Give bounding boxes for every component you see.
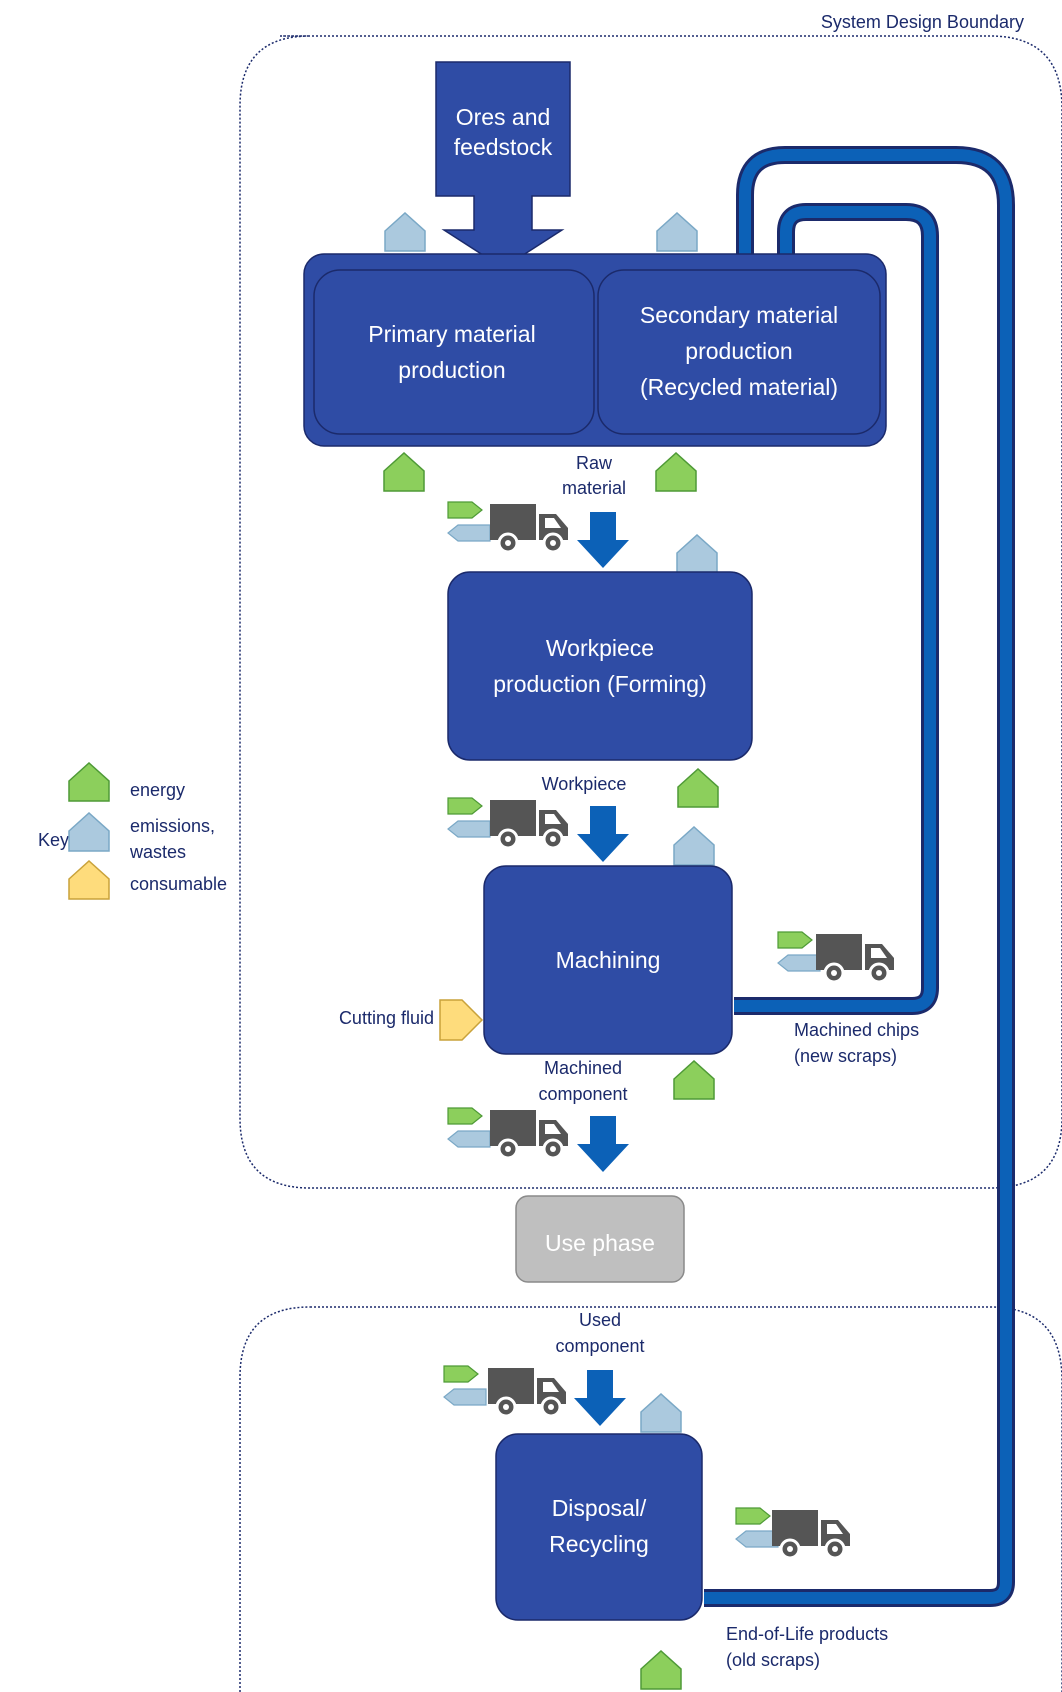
transport-flags-icon xyxy=(447,501,491,542)
disposal-label-line2: Recycling xyxy=(549,1531,649,1557)
consumable-pentagon-icon xyxy=(68,860,110,900)
primary-label-line2: production xyxy=(398,357,505,383)
disposal-label-line1: Disposal/ xyxy=(552,1495,647,1521)
transport-flags-icon xyxy=(777,931,821,972)
emissions-pentagon-icon xyxy=(640,1393,682,1433)
workpiece-flow-label: Workpiece xyxy=(542,774,627,794)
emissions-pentagon-icon xyxy=(384,212,426,252)
machined-component-label-line2: component xyxy=(538,1084,627,1104)
end-of-life-label-line2: (old scraps) xyxy=(726,1650,820,1670)
used-component-label-line1: Used xyxy=(579,1310,621,1330)
workpiece-label-line1: Workpiece xyxy=(546,635,654,661)
truck-icon xyxy=(770,1508,852,1560)
ores-label-line1: Ores and xyxy=(456,104,551,130)
secondary-label-line1: Secondary material xyxy=(640,302,838,328)
emissions-pentagon-icon xyxy=(68,812,110,852)
transport-flags-icon xyxy=(735,1507,779,1548)
machined-chips-label-line1: Machined chips xyxy=(794,1020,919,1040)
ores-label-line2: feedstock xyxy=(454,134,553,160)
workpiece-label-line2: production (Forming) xyxy=(493,671,706,697)
energy-pentagon-icon xyxy=(68,762,110,802)
disposal-recycling-node xyxy=(495,1433,703,1621)
key-consumable-label: consumable xyxy=(130,874,227,894)
key-legend: Key: energy emissions, wastes consumable xyxy=(38,762,227,900)
ores-feedstock-node: Ores and feedstock xyxy=(435,61,571,269)
key-title: Key: xyxy=(38,830,74,850)
emissions-pentagon-icon xyxy=(656,212,698,252)
transport-flags-icon xyxy=(443,1365,487,1406)
emissions-pentagon-icon xyxy=(676,534,718,574)
energy-pentagon-icon xyxy=(655,452,697,492)
emissions-pentagon-icon xyxy=(673,826,715,866)
end-of-life-label-line1: End-of-Life products xyxy=(726,1624,888,1644)
machined-component-arrow xyxy=(577,1116,629,1172)
workpiece-production-node xyxy=(447,571,753,761)
truck-icon xyxy=(814,932,896,984)
secondary-label-line2: production xyxy=(685,338,792,364)
energy-pentagon-icon xyxy=(677,768,719,808)
raw-material-label-line2: material xyxy=(562,478,626,498)
machined-chips-label-line2: (new scraps) xyxy=(794,1046,897,1066)
primary-production-node xyxy=(313,269,595,435)
energy-pentagon-icon xyxy=(640,1650,682,1690)
secondary-label-line3: (Recycled material) xyxy=(640,374,838,400)
machined-component-label-line1: Machined xyxy=(544,1058,622,1078)
consumable-pentagon-icon xyxy=(439,999,484,1041)
use-phase-node xyxy=(515,1195,685,1283)
machining-node xyxy=(483,865,733,1055)
energy-pentagon-icon xyxy=(673,1060,715,1100)
energy-pentagon-icon xyxy=(383,452,425,492)
key-energy-label: energy xyxy=(130,780,185,800)
use-phase-label: Use phase xyxy=(545,1230,655,1256)
cutting-fluid-label: Cutting fluid xyxy=(339,1008,434,1028)
raw-material-arrow xyxy=(577,512,629,568)
key-emissions-label: emissions, xyxy=(130,816,215,836)
used-component-label-line2: component xyxy=(555,1336,644,1356)
primary-label-line1: Primary material xyxy=(368,321,535,347)
raw-material-label-line1: Raw xyxy=(576,453,613,473)
transport-flags-icon xyxy=(447,1107,491,1148)
used-component-arrow xyxy=(574,1370,626,1426)
transport-flags-icon xyxy=(447,797,491,838)
boundary-label: System Design Boundary xyxy=(821,12,1024,32)
truck-icon xyxy=(488,1108,570,1160)
truck-icon xyxy=(488,502,570,554)
machining-label: Machining xyxy=(556,947,661,973)
secondary-production-node xyxy=(597,269,881,435)
truck-icon xyxy=(486,1366,568,1418)
truck-icon xyxy=(488,798,570,850)
workpiece-arrow xyxy=(577,806,629,862)
key-wastes-label: wastes xyxy=(129,842,186,862)
